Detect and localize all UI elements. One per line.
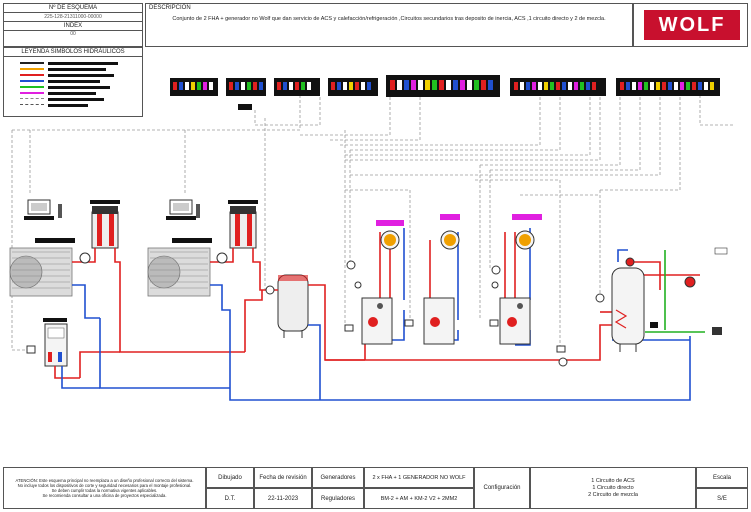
dhw-outlet: [712, 247, 728, 335]
indoor-module-2: [228, 200, 258, 249]
pump-primary-2: [216, 252, 228, 264]
controller-strip-7: [616, 78, 720, 96]
control-panel-2: [166, 199, 200, 220]
sensor-2: [491, 265, 501, 275]
sensor-3: [595, 293, 605, 303]
controller-strip-3: [274, 78, 320, 96]
legend-text-mark: [48, 103, 88, 107]
legend-text-mark: [48, 91, 96, 95]
configuration-line: 1 Circuito directo: [592, 484, 634, 491]
warning-box: ATENCIÓN: Este esquema principal no reem…: [3, 467, 206, 509]
heat-pump-2: [147, 238, 212, 297]
terminal-box-4: [489, 319, 499, 327]
controller-strip-1: [170, 78, 218, 96]
legend-swatch: [20, 104, 44, 105]
regulators-label: Reguladores: [312, 488, 364, 509]
index-value: 00: [70, 31, 76, 37]
terminal-box-6: [650, 322, 658, 328]
scale-label: Escala: [696, 467, 748, 488]
sensor-1: [346, 260, 356, 270]
non-wolf-generator: [43, 318, 68, 367]
heating-circuit-3: [499, 214, 542, 345]
wolf-logo: WOLF: [644, 10, 740, 40]
scheme-number-box: Nº DE ESQUEMA 225-128-21311000-00000 IND…: [3, 3, 143, 47]
legend-swatch: [20, 68, 44, 70]
heating-circuit-1: [361, 220, 404, 345]
warning-line: No incluye todos los dispositivos de cor…: [17, 483, 192, 488]
description-text: Conjunto de 2 FHA + generador no Wolf qu…: [172, 16, 606, 22]
legend-swatch: [20, 92, 44, 94]
control-wiring: [11, 95, 735, 351]
pump-dhw: [684, 276, 696, 288]
revision-label: Fecha de revisión: [254, 467, 312, 488]
warning-line: Se deben cumplir todas la normativa vige…: [51, 488, 158, 493]
description-label: DESCRIPCIÓN: [149, 5, 191, 11]
scheme-number-value: 225-128-21311000-00000: [4, 13, 142, 22]
legend-swatch: [20, 98, 44, 99]
legend-swatch: [20, 80, 44, 82]
pump-dhw-2: [625, 257, 635, 267]
indoor-module-1: [90, 200, 120, 249]
logo-text: WOLF: [658, 13, 726, 36]
description-box: DESCRIPCIÓN Conjunto de 2 FHA + generado…: [145, 3, 633, 47]
controller-strip-2: [226, 78, 266, 110]
warning-text: ATENCIÓN: Este esquema principal no reem…: [15, 477, 195, 499]
terminal-box-3: [404, 319, 414, 327]
configuration-value: 1 Circuito de ACS 1 Circuito directo 2 C…: [530, 467, 696, 509]
sensor-5: [491, 281, 499, 289]
legend-box: LEYENDA SIMBOLOS HIDRÁULICOS: [3, 47, 143, 117]
controller-strip-6: [510, 78, 606, 96]
logo-box: WOLF: [633, 3, 748, 47]
control-panel-1: [24, 199, 62, 220]
legend-text-mark: [48, 79, 100, 83]
warning-line: ATENCIÓN: Este esquema principal no reem…: [15, 478, 194, 483]
dhw-tank: [611, 267, 645, 352]
legend-swatch: [20, 74, 44, 76]
controller-strip-4: [328, 78, 378, 96]
configuration-line: 2 Circuito de mezcla: [588, 491, 638, 498]
legend-text-mark: [48, 97, 104, 101]
legend-text-mark: [48, 61, 118, 65]
valve-2: [265, 285, 275, 295]
terminal-box-1: [26, 345, 36, 354]
terminal-box-2: [344, 324, 354, 332]
generators-label: Generadores: [312, 467, 364, 488]
drawn-value: D.T.: [206, 488, 254, 509]
revision-value: 22-11-2023: [254, 488, 312, 509]
heat-pump-1: [9, 238, 75, 297]
legend-title: LEYENDA SIMBOLOS HIDRÁULICOS: [4, 48, 142, 57]
heating-circuit-2: [423, 214, 460, 345]
scheme-number-label: Nº DE ESQUEMA: [4, 4, 142, 13]
legend-text-mark: [48, 85, 110, 89]
legend-text-mark: [48, 73, 114, 77]
index-label: INDEX: [4, 22, 142, 31]
dhw-pipes: [645, 250, 705, 333]
legend-text-mark: [48, 67, 106, 71]
legend-swatch: [20, 86, 44, 88]
valve-1: [558, 357, 568, 367]
warning-line: Se recomienda consultar a una oficina de…: [42, 493, 167, 498]
sensor-4: [354, 281, 362, 289]
pump-primary-1: [79, 252, 91, 264]
buffer-tank: [277, 274, 309, 338]
configuration-label: Configuración: [474, 467, 530, 509]
scale-value: S/E: [696, 488, 748, 509]
regulators-value: BM-2 + AM + KM-2 V2 + 2MM2: [364, 488, 474, 509]
generators-value: 2 x FHA + 1 GENERADOR NO WOLF: [364, 467, 474, 488]
drawn-label: Dibujado: [206, 467, 254, 488]
configuration-line: 1 Circuito de ACS: [591, 477, 635, 484]
controller-strip-5: [386, 75, 500, 97]
terminal-box-5: [556, 345, 566, 353]
legend-swatch: [20, 62, 44, 64]
